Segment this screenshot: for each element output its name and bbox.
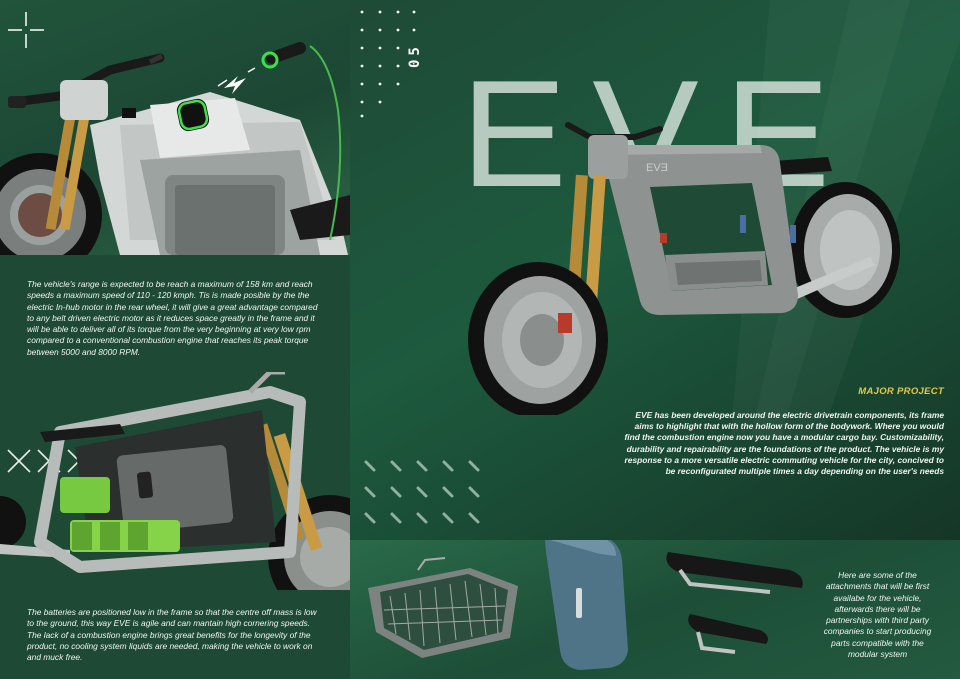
charging-port (176, 98, 210, 132)
charging-plug (261, 42, 342, 241)
main-bike-render: EVƎ (468, 122, 900, 415)
attachments-panel (350, 540, 960, 679)
lightning-bolt-icon (217, 67, 256, 94)
page-number: 05 (407, 43, 423, 68)
frame-body: EVƎ (600, 145, 798, 315)
basket-attachment (368, 557, 518, 658)
battery-pack (60, 477, 180, 552)
range-text: The vehicle's range is expected to be re… (27, 279, 318, 357)
section-heading: MAJOR PROJECT (858, 386, 944, 397)
battery-render-panel (0, 372, 350, 590)
batteries-text: The batteries are positioned low in the … (27, 607, 317, 663)
cargo-box-attachment (545, 540, 628, 670)
description-text: EVE has been developed around the electr… (624, 410, 944, 477)
charging-render (0, 42, 350, 255)
crosshair-icon (8, 12, 44, 48)
seat-attachment-small (688, 614, 768, 654)
charging-render-panel (0, 0, 350, 255)
attachments-render (368, 540, 803, 670)
attachments-text: Here are some of the attachments that wi… (823, 570, 932, 660)
front-wheel (468, 262, 608, 415)
svg-text:EVƎ: EVƎ (646, 162, 668, 174)
battery-render (0, 372, 350, 590)
rear-wheel (790, 182, 900, 318)
seat-attachment-large (666, 552, 803, 594)
dash-pattern (364, 460, 480, 524)
dot-grid (360, 10, 416, 118)
